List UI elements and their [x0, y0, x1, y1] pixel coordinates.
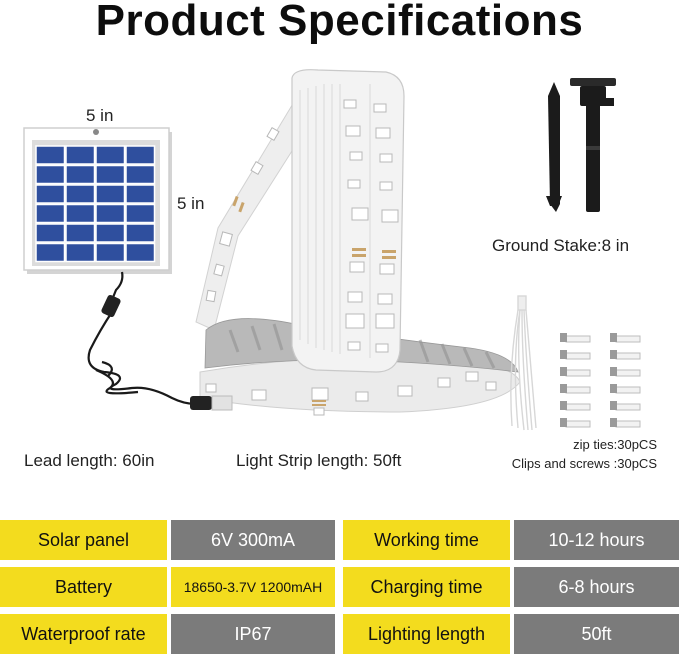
solar-cell — [35, 223, 66, 243]
spec-value-lighting-length: 50ft — [514, 614, 679, 654]
light-strip-coil — [195, 69, 521, 416]
solar-cell — [35, 203, 66, 224]
solar-panel — [23, 127, 172, 274]
clip-screw — [610, 384, 641, 394]
zip-ties — [510, 295, 537, 431]
clip-screw — [610, 333, 641, 343]
solar-cell — [65, 242, 96, 263]
lead-cable — [87, 271, 197, 406]
clip-screw — [560, 401, 591, 411]
clip-screw — [610, 367, 641, 377]
clip-screw — [560, 384, 591, 394]
solar-cell — [65, 145, 96, 165]
solar-cell — [125, 223, 156, 243]
clip-screw — [610, 401, 641, 411]
solar-cell — [35, 184, 66, 204]
panel-width-label: 5 in — [86, 106, 114, 125]
spec-value-solar-panel: 6V 300mA — [171, 520, 335, 560]
spec-value-working-time: 10-12 hours — [514, 520, 679, 560]
clip-screw — [560, 418, 591, 428]
clip-screw — [560, 333, 591, 343]
solar-cell — [95, 223, 126, 243]
spec-label-battery: Battery — [0, 567, 167, 607]
spec-label-lighting-length: Lighting length — [343, 614, 510, 654]
lead-length-label: Lead length: 60in — [24, 451, 155, 470]
strip-length-label: Light Strip length: 50ft — [236, 451, 402, 470]
solar-cell — [95, 203, 126, 224]
spec-label-solar-panel: Solar panel — [0, 520, 167, 560]
clip-screw — [610, 418, 641, 428]
solar-cell — [95, 242, 126, 263]
clips-label: Clips and screws :30pCS — [511, 456, 657, 471]
clip-screw — [560, 350, 591, 360]
clip-screw — [610, 350, 641, 360]
clip-screw — [560, 367, 591, 377]
solar-cell — [125, 242, 156, 263]
spec-label-working-time: Working time — [343, 520, 510, 560]
solar-cell — [95, 164, 126, 185]
solar-cell — [65, 223, 96, 243]
ground-stake-label: Ground Stake:8 in — [492, 236, 630, 255]
usb-connector — [190, 396, 212, 410]
spec-value-battery: 18650-3.7V 1200mAH — [171, 567, 335, 607]
ground-stake — [546, 78, 616, 212]
cable-connector — [101, 294, 121, 318]
panel-height-label: 5 in — [177, 194, 205, 213]
page-title: Product Specifications — [95, 0, 584, 45]
solar-cell — [95, 184, 126, 204]
product-illustration — [23, 69, 641, 431]
solar-cell — [35, 242, 66, 263]
solar-cell — [65, 184, 96, 204]
spec-value-charging-time: 6-8 hours — [514, 567, 679, 607]
solar-cell — [95, 145, 126, 165]
solar-cell — [125, 203, 156, 224]
solar-cell — [125, 145, 156, 165]
solar-cell — [125, 184, 156, 204]
solar-cell — [65, 164, 96, 185]
solar-cell — [125, 164, 156, 185]
clips-and-screws — [560, 333, 641, 428]
solar-cell — [65, 203, 96, 224]
spec-value-waterproof: IP67 — [171, 614, 335, 654]
solar-cell — [35, 145, 66, 165]
solar-cell — [35, 164, 66, 185]
spec-label-charging-time: Charging time — [343, 567, 510, 607]
zip-ties-label: zip ties:30pCS — [573, 437, 657, 452]
spec-label-waterproof: Waterproof rate — [0, 614, 167, 654]
